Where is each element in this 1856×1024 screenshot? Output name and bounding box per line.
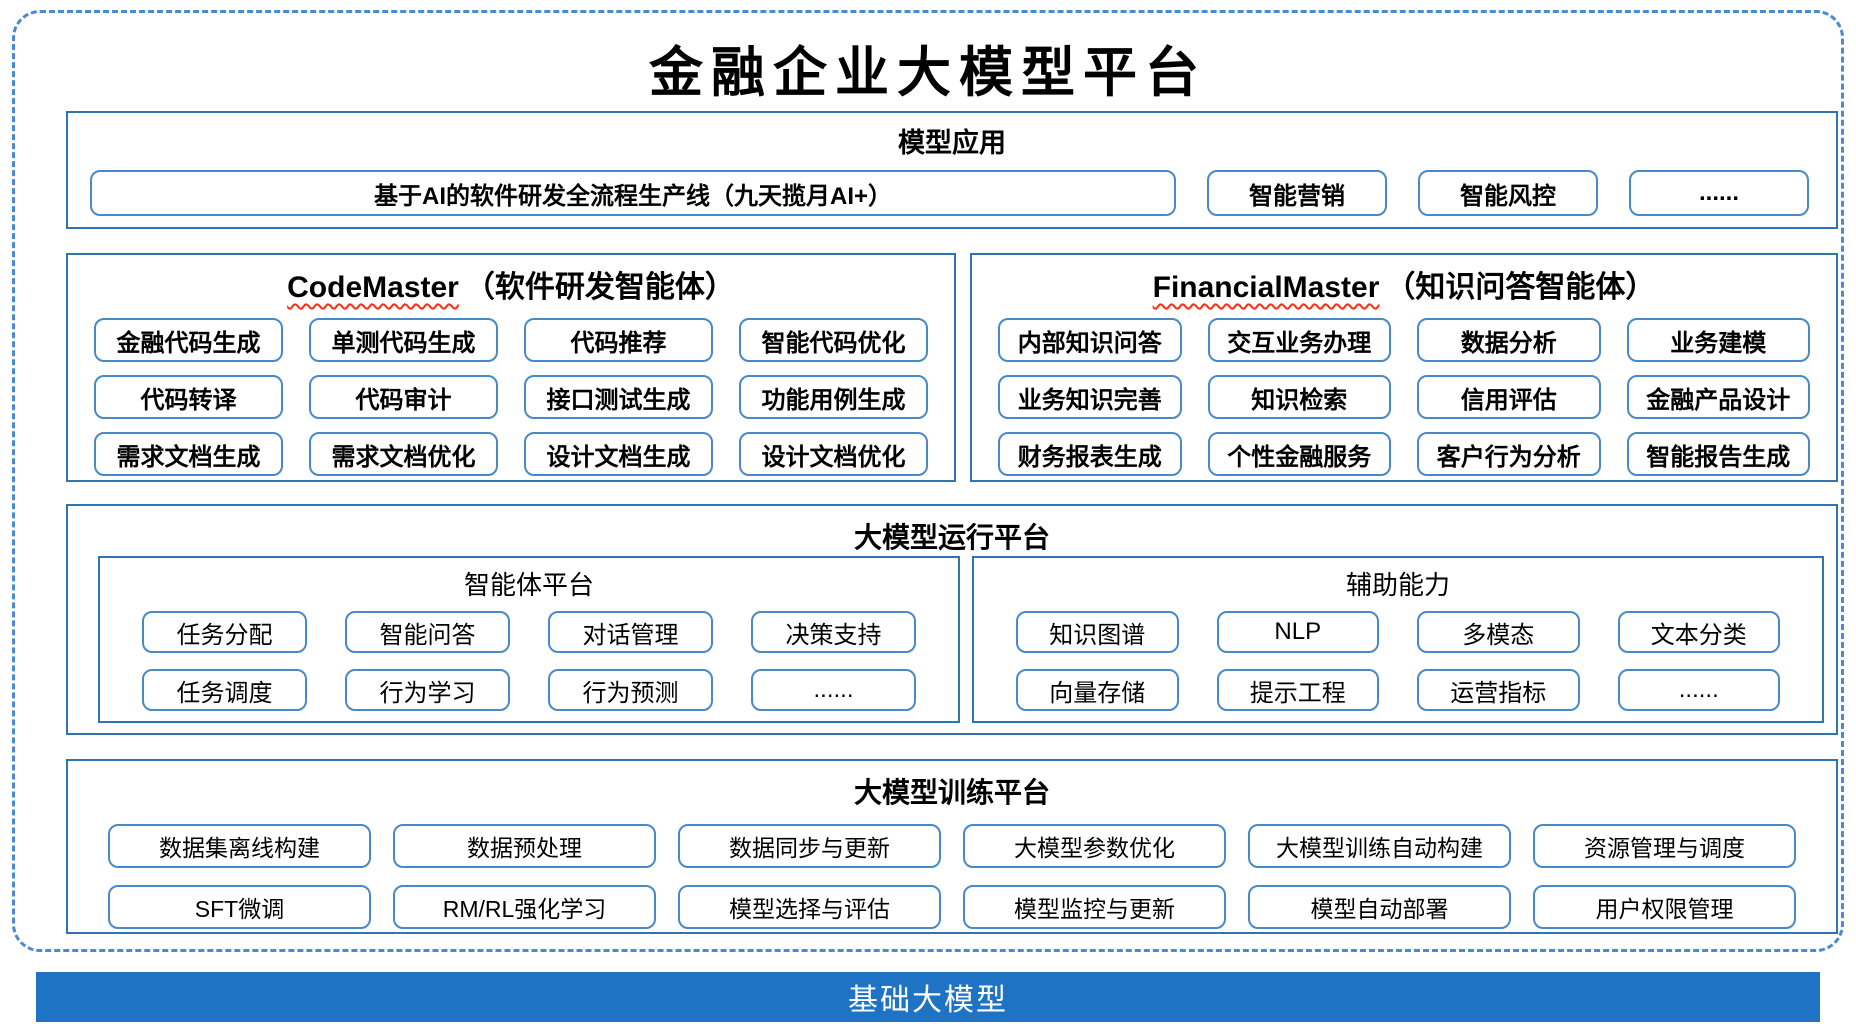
diagram-node: 资源管理与调度 <box>1533 824 1796 868</box>
diagram-node: 代码转译 <box>94 375 283 419</box>
diagram-node: 需求文档优化 <box>309 432 498 476</box>
diagram-node: 数据同步与更新 <box>678 824 941 868</box>
diagram-node: 金融产品设计 <box>1626 375 1810 419</box>
code-master-grid: 金融代码生成 单测代码生成 代码推荐 智能代码优化 代码转译 代码审计 接口测试… <box>68 306 954 476</box>
financial-master-grid: 内部知识问答 交互业务办理 数据分析 业务建模 业务知识完善 知识检索 信用评估… <box>972 306 1836 476</box>
diagram-node: 单测代码生成 <box>309 318 498 362</box>
diagram-node: RM/RL强化学习 <box>393 885 656 929</box>
diagram-node: 业务建模 <box>1626 318 1810 362</box>
section-financial-master: FinancialMaster（知识问答智能体） 内部知识问答 交互业务办理 数… <box>970 253 1838 482</box>
code-master-header: CodeMaster（软件研发智能体） <box>68 255 954 306</box>
code-master-title-zh: （软件研发智能体） <box>464 271 735 304</box>
diagram-node: NLP <box>1216 611 1379 653</box>
section-model-application: 模型应用 基于AI的软件研发全流程生产线（九天揽月AI+） 智能营销 智能风控 … <box>66 111 1838 229</box>
outer-dashed-frame <box>12 10 1844 952</box>
training-platform-header: 大模型训练平台 <box>853 777 1050 808</box>
diagram-node: 智能报告生成 <box>1626 432 1810 476</box>
diagram-node: ...... <box>1617 669 1780 711</box>
aux-ability-header: 辅助能力 <box>1345 570 1450 600</box>
diagram-node: SFT微调 <box>108 885 371 929</box>
diagram-node: 数据集离线构建 <box>108 824 371 868</box>
diagram-node: ...... <box>1629 170 1809 216</box>
diagram-node: 模型监控与更新 <box>963 885 1226 929</box>
diagram-node: 代码推荐 <box>524 318 713 362</box>
financial-master-title-en: FinancialMaster <box>1152 271 1380 304</box>
financial-master-title-zh: （知识问答智能体） <box>1385 271 1656 304</box>
model-application-header: 模型应用 <box>898 128 1006 158</box>
diagram-node: 模型选择与评估 <box>678 885 941 929</box>
diagram-node: 数据预处理 <box>393 824 656 868</box>
diagram-node: 交互业务办理 <box>1207 318 1391 362</box>
diagram-node: 代码审计 <box>309 375 498 419</box>
diagram-node: 内部知识问答 <box>998 318 1182 362</box>
diagram-node: 智能代码优化 <box>739 318 928 362</box>
code-master-title-en: CodeMaster <box>287 271 459 304</box>
diagram-node: 业务知识完善 <box>998 375 1182 419</box>
diagram-node: 模型自动部署 <box>1248 885 1511 929</box>
diagram-node: 知识检索 <box>1207 375 1391 419</box>
diagram-node: 运营指标 <box>1417 669 1580 711</box>
diagram-node: 大模型训练自动构建 <box>1248 824 1511 868</box>
diagram-node: ...... <box>751 669 916 711</box>
model-application-row: 基于AI的软件研发全流程生产线（九天揽月AI+） 智能营销 智能风控 .....… <box>68 160 1836 216</box>
diagram-node: 决策支持 <box>751 611 916 653</box>
diagram-node: 接口测试生成 <box>524 375 713 419</box>
diagram-node: 信用评估 <box>1417 375 1601 419</box>
section-training-platform: 大模型训练平台 数据集离线构建 数据预处理 数据同步与更新 大模型参数优化 大模… <box>66 759 1838 934</box>
section-code-master: CodeMaster（软件研发智能体） 金融代码生成 单测代码生成 代码推荐 智… <box>66 253 956 482</box>
diagram-node: 向量存储 <box>1016 669 1179 711</box>
diagram-node: 对话管理 <box>548 611 713 653</box>
diagram-node: 财务报表生成 <box>998 432 1182 476</box>
diagram-node: 文本分类 <box>1617 611 1780 653</box>
diagram-node: 智能风控 <box>1418 170 1598 216</box>
financial-master-header: FinancialMaster（知识问答智能体） <box>972 255 1836 306</box>
diagram-node: 任务调度 <box>142 669 307 711</box>
diagram-node: 设计文档生成 <box>524 432 713 476</box>
diagram-node: 任务分配 <box>142 611 307 653</box>
diagram-node: 智能营销 <box>1207 170 1387 216</box>
diagram-node: 大模型参数优化 <box>963 824 1226 868</box>
diagram-node: 金融代码生成 <box>94 318 283 362</box>
diagram-node: 知识图谱 <box>1016 611 1179 653</box>
agent-platform-grid: 任务分配 智能问答 对话管理 决策支持 任务调度 行为学习 行为预测 .....… <box>100 602 958 711</box>
diagram-node: 个性金融服务 <box>1207 432 1391 476</box>
section-runtime-platform: 大模型运行平台 智能体平台 任务分配 智能问答 对话管理 决策支持 任务调度 行… <box>66 504 1838 735</box>
diagram-node: 多模态 <box>1417 611 1580 653</box>
diagram-node: 客户行为分析 <box>1417 432 1601 476</box>
diagram-node: 智能问答 <box>345 611 510 653</box>
training-platform-grid: 数据集离线构建 数据预处理 数据同步与更新 大模型参数优化 大模型训练自动构建 … <box>68 811 1836 929</box>
diagram-node: 行为预测 <box>548 669 713 711</box>
runtime-platform-header: 大模型运行平台 <box>853 522 1050 553</box>
agent-platform-header: 智能体平台 <box>463 570 594 600</box>
diagram-node: 设计文档优化 <box>739 432 928 476</box>
diagram-node: 用户权限管理 <box>1533 885 1796 929</box>
subsection-agent-platform: 智能体平台 任务分配 智能问答 对话管理 决策支持 任务调度 行为学习 行为预测… <box>98 556 960 723</box>
diagram-node: 功能用例生成 <box>739 375 928 419</box>
diagram-node: 提示工程 <box>1216 669 1379 711</box>
page-title: 金融企业大模型平台 <box>649 40 1207 104</box>
diagram-node: 行为学习 <box>345 669 510 711</box>
diagram-node: 数据分析 <box>1417 318 1601 362</box>
subsection-aux-ability: 辅助能力 知识图谱 NLP 多模态 文本分类 向量存储 提示工程 运营指标 ..… <box>972 556 1824 723</box>
aux-ability-grid: 知识图谱 NLP 多模态 文本分类 向量存储 提示工程 运营指标 ...... <box>974 602 1822 711</box>
diagram-node-pipeline: 基于AI的软件研发全流程生产线（九天揽月AI+） <box>90 170 1176 216</box>
foundation-model-bar: 基础大模型 <box>36 972 1820 1022</box>
diagram-node: 需求文档生成 <box>94 432 283 476</box>
